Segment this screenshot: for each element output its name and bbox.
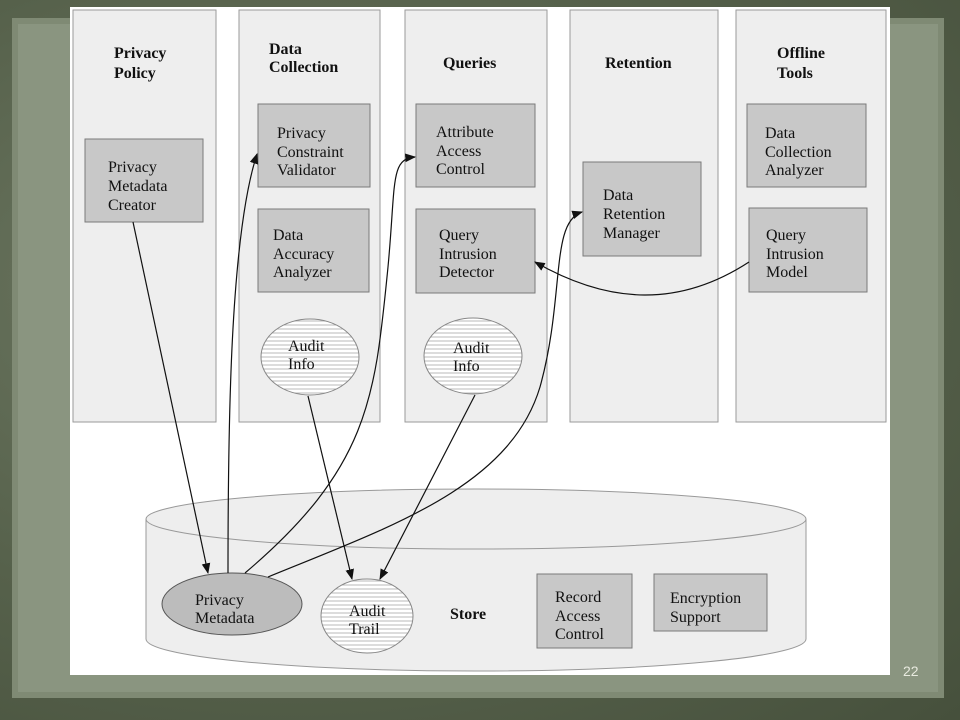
audit-info-queries-oval: Audit Info	[423, 317, 523, 395]
column-title-retention: Retention	[605, 55, 672, 72]
svg-text:Encryption Support: Encryption Support	[670, 590, 745, 626]
data-collection-analyzer-box: Data Collection Analyzer	[746, 103, 867, 188]
column-title-privacy-policy: Privacy Policy	[114, 45, 170, 82]
architecture-diagram: Privacy Policy Data Collection Queries R…	[72, 9, 887, 672]
store-cylinder	[145, 488, 807, 672]
data-retention-manager-box: Data Retention Manager	[582, 161, 702, 257]
svg-text:Query Intrusion De: Query Intrusion Detector	[439, 227, 501, 281]
arrow-creator-to-metadata	[132, 221, 211, 575]
svg-text:Record Access Cont: Record Access Control	[555, 589, 605, 643]
slide-canvas: Privacy Policy Data Collection Queries R…	[70, 7, 890, 675]
column-title-data-collection: Data Collection	[269, 41, 338, 76]
arrow-audit-info-to-trail-1	[307, 395, 354, 581]
svg-text:Audit Trail: Audit Trail	[349, 603, 389, 638]
svg-text:Audit Info: Audit Info	[288, 338, 328, 373]
column-title-queries: Queries	[443, 55, 496, 72]
encryption-support-box: Encryption Support	[653, 573, 768, 632]
svg-text:Privacy Metadata C: Privacy Metadata Creator	[108, 159, 172, 214]
svg-text:Data Collection An: Data Collection Analyzer	[765, 125, 836, 179]
svg-text:Privacy Constraint: Privacy Constraint Validator	[277, 125, 348, 179]
arrow-metadata-to-retention-manager	[267, 210, 584, 578]
svg-text:Data Accuracy Anal: Data Accuracy Analyzer	[273, 227, 338, 281]
privacy-metadata-oval: Privacy Metadata	[161, 572, 303, 636]
privacy-constraint-validator-box: Privacy Constraint Validator	[257, 103, 371, 188]
privacy-metadata-creator-box: Privacy Metadata Creator	[84, 138, 204, 223]
arrow-model-to-detector	[534, 261, 750, 296]
query-intrusion-model-box: Query Intrusion Model	[748, 207, 868, 293]
audit-info-collection-oval: Audit Info	[260, 318, 360, 396]
svg-text:Data Retention Man: Data Retention Manager	[603, 187, 669, 242]
arrow-metadata-to-validator	[227, 152, 259, 574]
audit-trail-oval: Audit Trail	[320, 578, 414, 654]
arrow-metadata-to-attribute-access	[244, 153, 417, 574]
page-number: 22	[903, 663, 919, 679]
attribute-access-control-box: Attribute Access Control	[415, 103, 536, 188]
store-label: Store	[450, 606, 486, 623]
record-access-control-box: Record Access Control	[536, 573, 633, 649]
svg-text:Attribute Access C: Attribute Access Control	[436, 124, 498, 178]
data-accuracy-analyzer-box: Data Accuracy Analyzer	[257, 208, 370, 293]
svg-text:Privacy Metadata: Privacy Metadata	[195, 592, 255, 627]
svg-text:Audit Info: Audit Info	[453, 340, 493, 375]
svg-text:Query Intrusion Mo: Query Intrusion Model	[766, 227, 828, 281]
column-title-offline-tools: Offline Tools	[777, 45, 829, 82]
query-intrusion-detector-box: Query Intrusion Detector	[415, 208, 536, 294]
arrow-audit-info-to-trail-2	[379, 394, 476, 580]
